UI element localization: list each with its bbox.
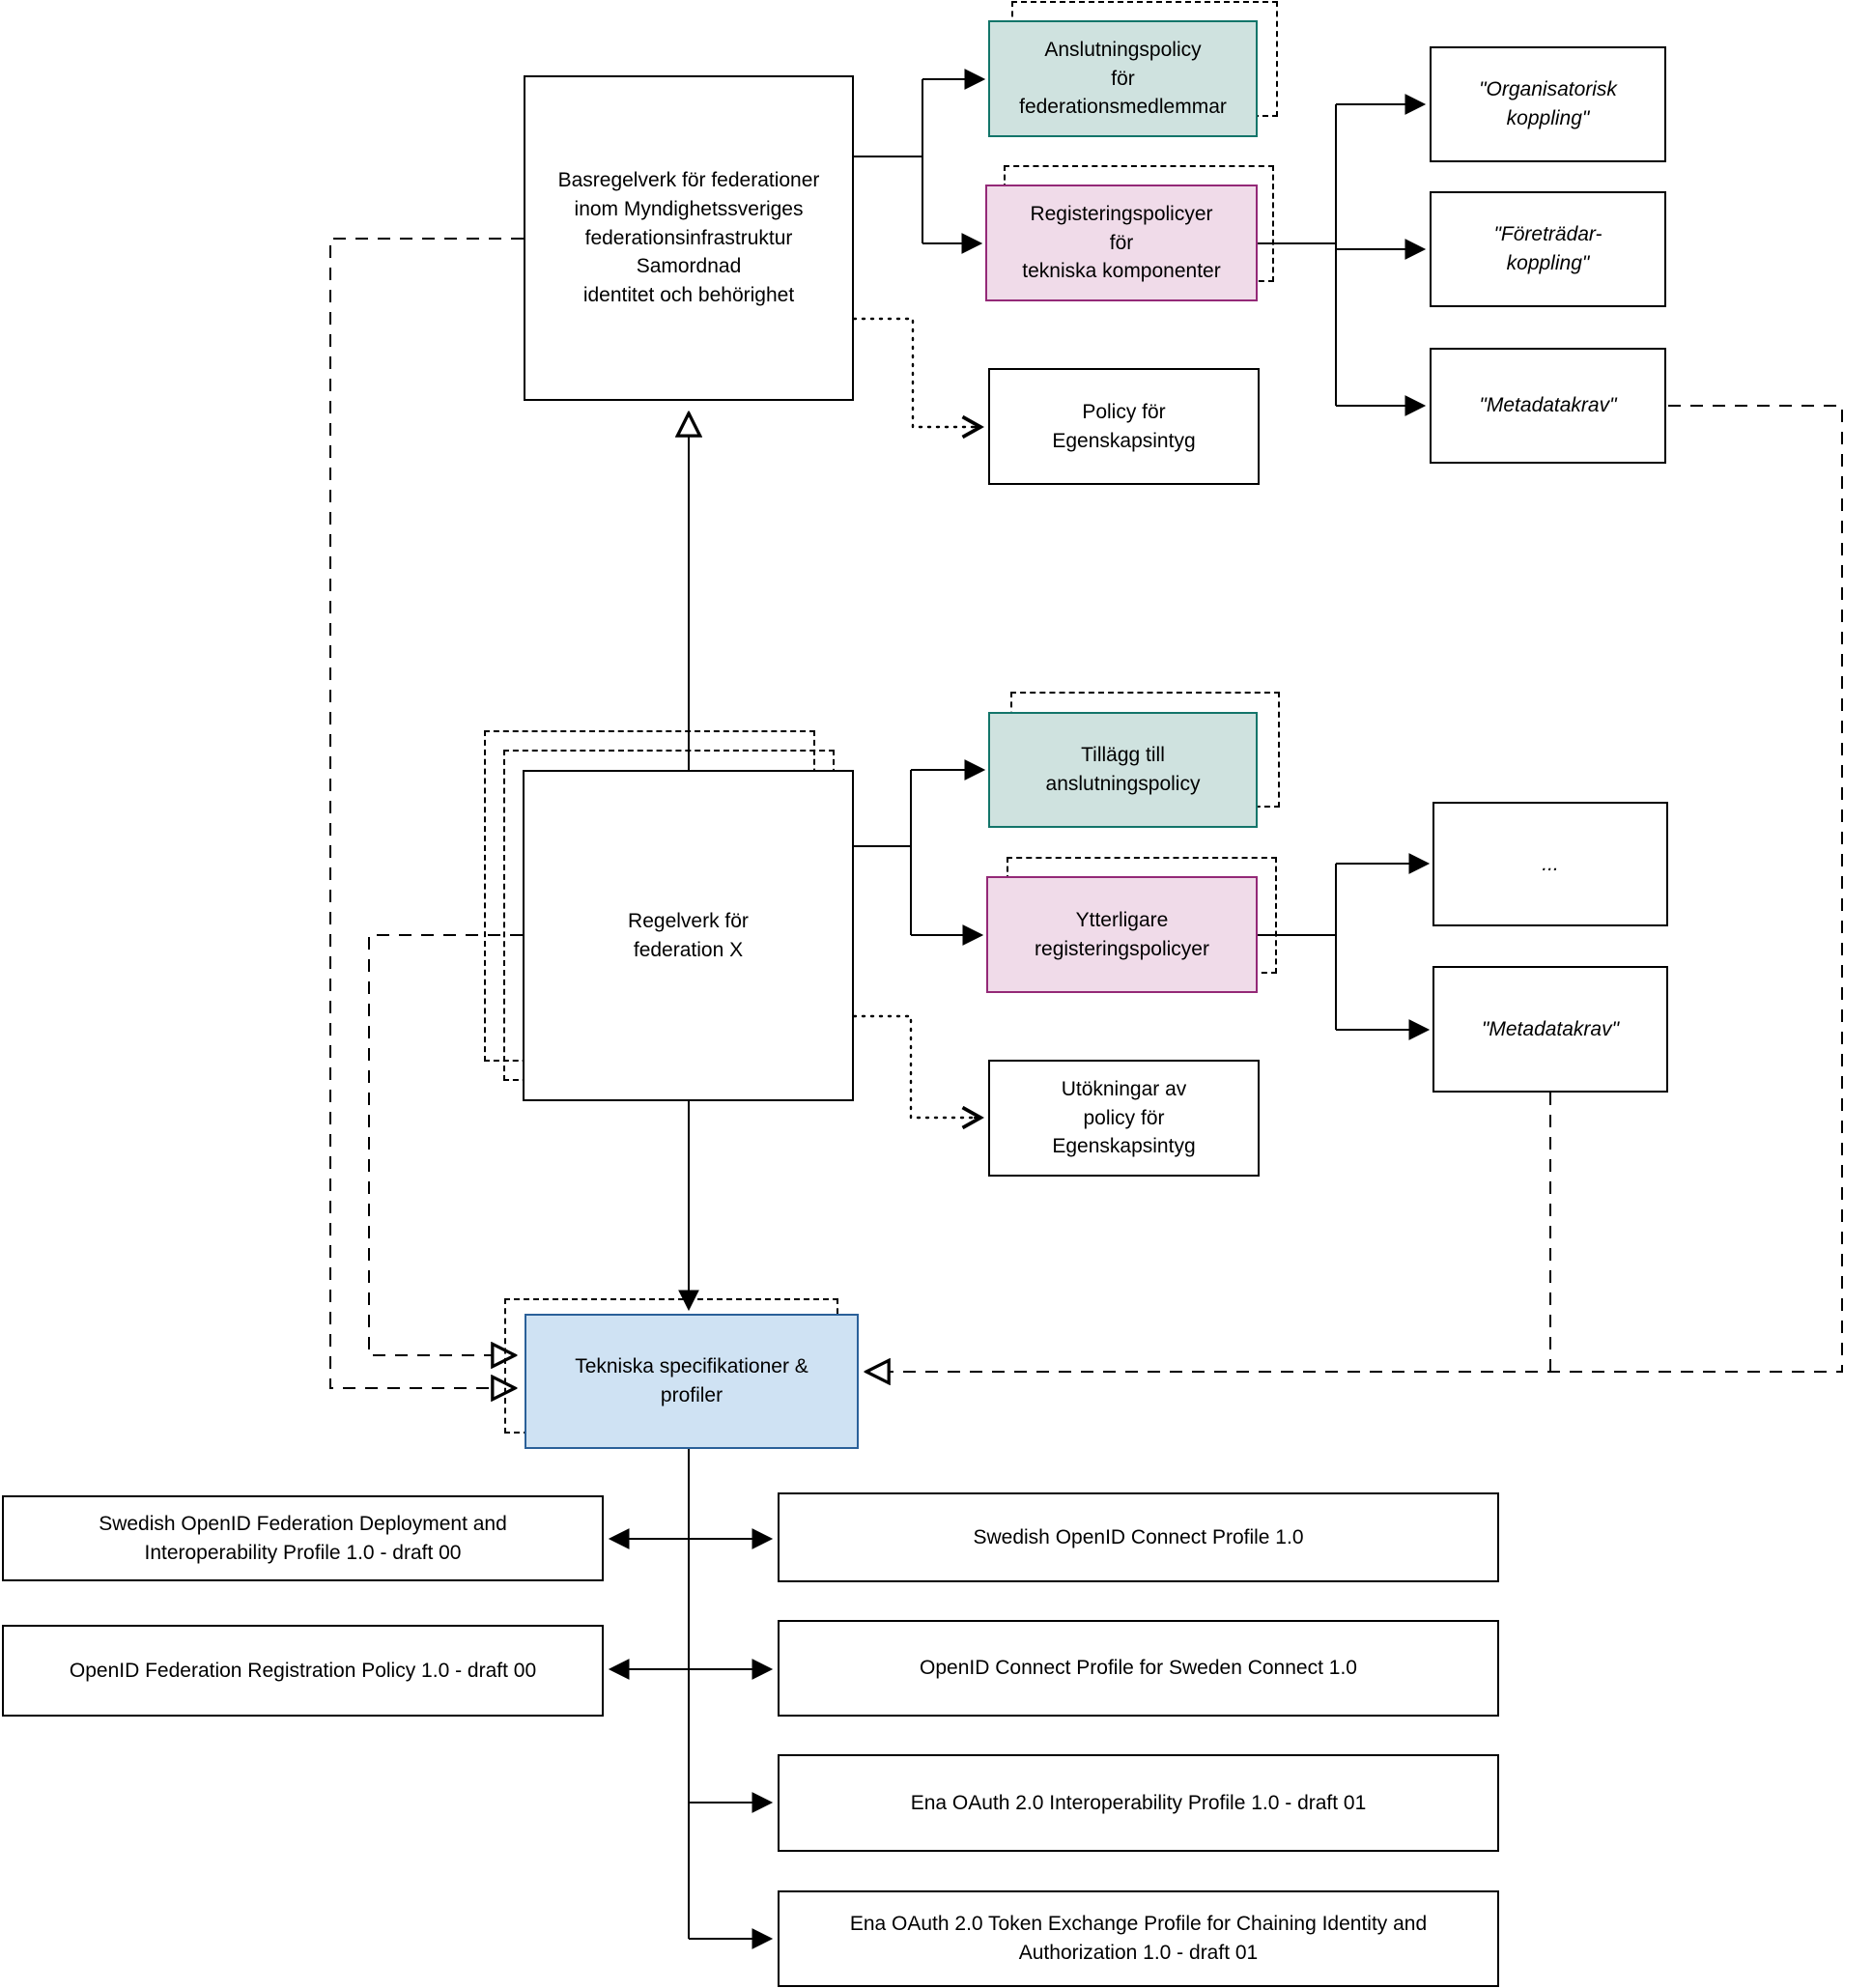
edge-ytterligare-trunk [1258,864,1337,1030]
node-basregelverk: Basregelverk för federationer inom Myndi… [524,75,854,401]
node-ena-oauth-interoperability-profile: Ena OAuth 2.0 Interoperability Profile 1… [778,1754,1499,1852]
node-tillagg-anslutningspolicy: Tillägg till anslutningspolicy [988,712,1258,828]
node-foretradar-koppling: "Företrädar- koppling" [1430,191,1666,307]
node-organisatorisk-koppling: "Organisatorisk koppling" [1430,46,1666,162]
edge-bas-trunk [854,79,923,243]
node-swedish-openid-federation-deployment: Swedish OpenID Federation Deployment and… [2,1495,604,1581]
node-tekniska-specifikationer: Tekniska specifikationer & profiler [525,1314,859,1449]
node-regelverk-federation-x: Regelverk för federation X [523,770,854,1101]
node-ytterligare-registeringspolicyer: Ytterligare registeringspolicyer [986,876,1258,993]
node-swedish-openid-connect-profile: Swedish OpenID Connect Profile 1.0 [778,1492,1499,1582]
edge-bas-policyintyg [852,317,981,429]
node-ena-oauth-token-exchange-profile: Ena OAuth 2.0 Token Exchange Profile for… [778,1890,1499,1987]
node-metadatakrav-mid: "Metadatakrav" [1432,966,1668,1093]
node-utokningar-policy-egenskapsintyg: Utökningar av policy för Egenskapsintyg [988,1060,1260,1177]
node-registeringspolicyer: Registeringspolicyer för tekniska kompon… [985,185,1258,301]
edge-dashed-regelverk-tekniska [368,934,523,1356]
node-openid-federation-registration-policy: OpenID Federation Registration Policy 1.… [2,1625,604,1717]
edge-regelverk-utokningar [852,1014,981,1120]
edge-register-trunk [1258,104,1337,406]
node-policy-egenskapsintyg: Policy för Egenskapsintyg [988,368,1260,485]
node-metadatakrav-top: "Metadatakrav" [1430,348,1666,464]
node-openid-connect-profile-sweden-connect: OpenID Connect Profile for Sweden Connec… [778,1620,1499,1717]
edge-dashed-bas-tekniska [329,238,524,1389]
node-anslutningspolicy: Anslutningspolicy för federationsmedlemm… [988,20,1258,137]
node-ellipsis: ... [1432,802,1668,926]
edge-regelverk-trunk [854,770,912,935]
edge-dashed-metadatakrav-tekniska [868,405,1843,1373]
